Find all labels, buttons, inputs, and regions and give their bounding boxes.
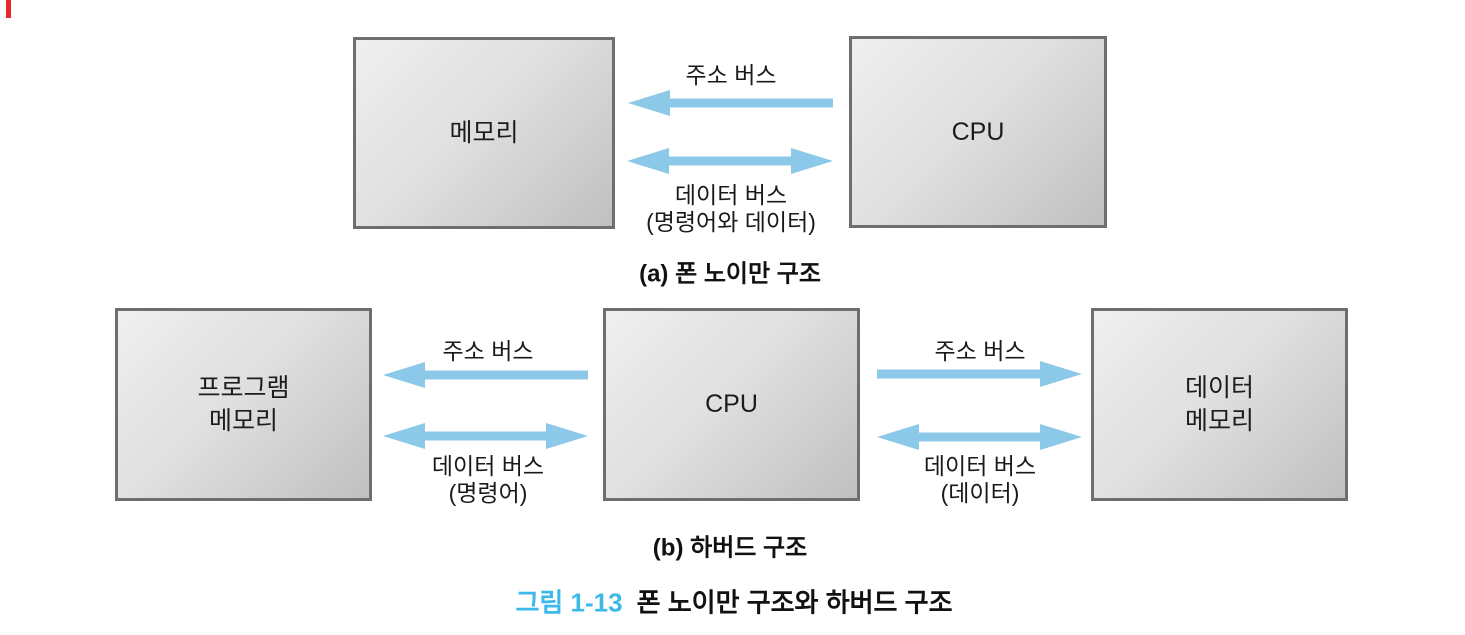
box-cpu-b-label: CPU (705, 390, 758, 418)
box-program-memory-line2: 메모리 (208, 406, 278, 435)
page-edge-mark (6, 0, 11, 18)
box-data-memory-label: 데이터 메모리 (1185, 372, 1254, 438)
box-cpu-a-label: CPU (951, 117, 1005, 146)
address-bus-arrow-right-icon (877, 361, 1082, 387)
address-bus-arrow-left-icon (628, 90, 833, 116)
data-bus-label-b-left-line1: 데이터 버스 (431, 453, 545, 479)
box-memory-a: 메모리 (353, 37, 615, 229)
box-program-memory-label: 프로그램 메모리 (197, 372, 289, 438)
address-bus-label-b-right: 주소 버스 (934, 338, 1026, 364)
data-bus-label-a-line2: (명령어와 데이터) (646, 209, 816, 235)
box-data-memory-line2: 메모리 (1184, 406, 1254, 435)
box-memory-a-label: 메모리 (449, 118, 519, 147)
figure-title: 폰 노이만 구조와 하버드 구조 (636, 587, 953, 618)
address-bus-label-a: 주소 버스 (685, 62, 777, 88)
data-bus-label-b-left: 데이터 버스 (명령어) (432, 453, 544, 507)
box-cpu-b: CPU (603, 308, 860, 501)
data-bus-label-b-right: 데이터 버스 (데이터) (924, 453, 1036, 507)
caption-b: (b) 하버드 구조 (652, 534, 808, 562)
address-bus-arrow-left-icon (383, 362, 588, 388)
box-program-memory: 프로그램 메모리 (115, 308, 372, 501)
figure-caption: 그림 1-13 폰 노이만 구조와 하버드 구조 (515, 583, 952, 620)
data-bus-arrow-double-icon (627, 148, 833, 174)
box-cpu-a: CPU (849, 36, 1107, 228)
box-program-memory-line1: 프로그램 (197, 373, 290, 402)
data-bus-label-b-right-line1: 데이터 버스 (923, 453, 1037, 479)
data-bus-label-b-right-line2: (데이터) (940, 480, 1020, 506)
data-bus-label-a: 데이터 버스 (명령어와 데이터) (646, 182, 816, 236)
data-bus-label-a-line1: 데이터 버스 (674, 182, 788, 208)
caption-a: (a) 폰 노이만 구조 (639, 260, 821, 288)
data-bus-arrow-double-icon (877, 424, 1082, 450)
address-bus-label-b-left: 주소 버스 (442, 338, 534, 364)
figure-number-label: 그림 1-13 (515, 587, 623, 618)
box-data-memory: 데이터 메모리 (1091, 308, 1348, 501)
data-bus-arrow-double-icon (383, 423, 588, 449)
box-data-memory-line1: 데이터 (1184, 373, 1254, 402)
data-bus-label-b-left-line2: (명령어) (448, 480, 528, 506)
